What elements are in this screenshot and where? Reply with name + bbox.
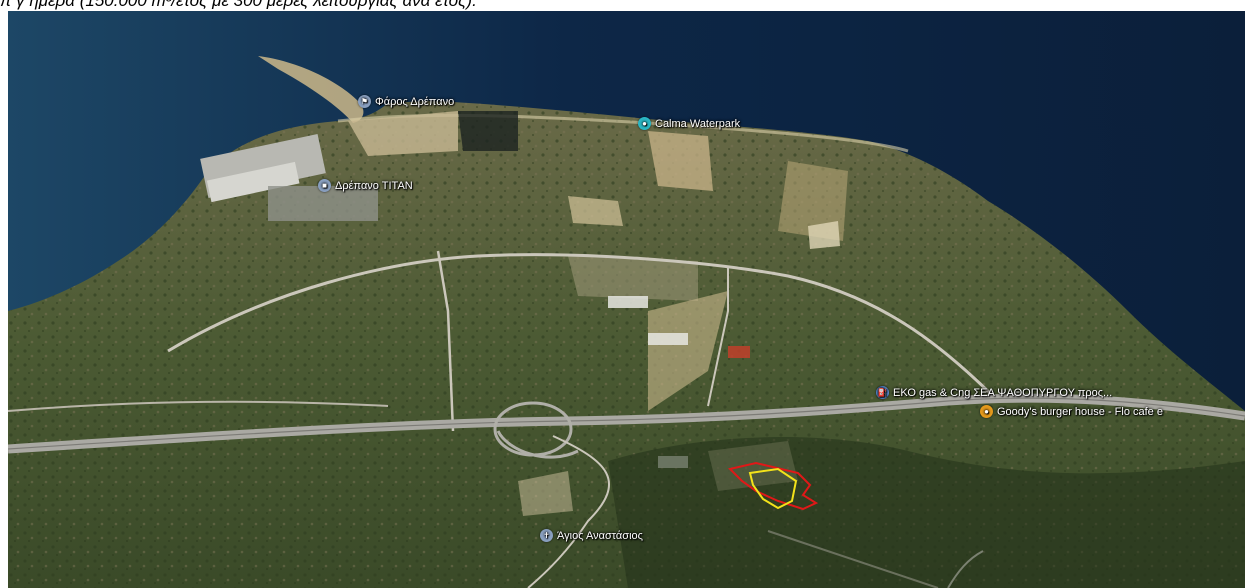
place-name: Άγιος Αναστάσιος [557, 529, 643, 542]
site-boundary-inner [748, 467, 798, 510]
place-name: Goody's burger house - Flo cafe e [997, 405, 1163, 418]
site-boundary-outer [728, 461, 819, 511]
place-label-eko[interactable]: ⛽ ΕΚΟ gas & Cng ΣΕΑ ΨΑΘΟΠΥΡΓΟΥ προς... [876, 386, 1112, 399]
fuel-station-pin-icon: ⛽ [876, 386, 889, 399]
place-label-waterpark[interactable]: ● Calma Waterpark [638, 117, 740, 130]
church-pin-icon: ✝ [540, 529, 553, 542]
sand-spit [258, 56, 364, 123]
waterpark-pin-icon: ● [638, 117, 651, 130]
old-national-road [167, 253, 1000, 403]
place-label-titan[interactable]: ■ Δρέπανο ΤΙΤΑΝ [318, 179, 413, 192]
industry-pin-icon: ■ [318, 179, 331, 192]
satellite-map[interactable]: ⚑ Φάρος Δρέπανο ● Calma Waterpark ■ Δρέπ… [8, 11, 1245, 588]
place-label-goodys[interactable]: ● Goody's burger house - Flo cafe e [980, 405, 1163, 418]
place-name: Δρέπανο ΤΙΤΑΝ [335, 179, 413, 192]
place-name: Calma Waterpark [655, 117, 741, 130]
map-imagery [8, 11, 1245, 588]
lighthouse-pin-icon: ⚑ [358, 95, 371, 108]
place-label-faros[interactable]: ⚑ Φάρος Δρέπανο [358, 95, 454, 108]
titan-plant [200, 133, 378, 221]
place-name: ΕΚΟ gas & Cng ΣΕΑ ΨΑΘΟΠΥΡΓΟΥ προς... [893, 386, 1113, 399]
figure-caption: π γ ημέρα (150.000 m³/έτος με 300 μέρες … [0, 0, 477, 10]
place-label-agios[interactable]: ✝ Άγιος Αναστάσιος [540, 529, 643, 542]
place-name: Φάρος Δρέπανο [375, 95, 455, 108]
restaurant-pin-icon: ● [980, 405, 993, 418]
